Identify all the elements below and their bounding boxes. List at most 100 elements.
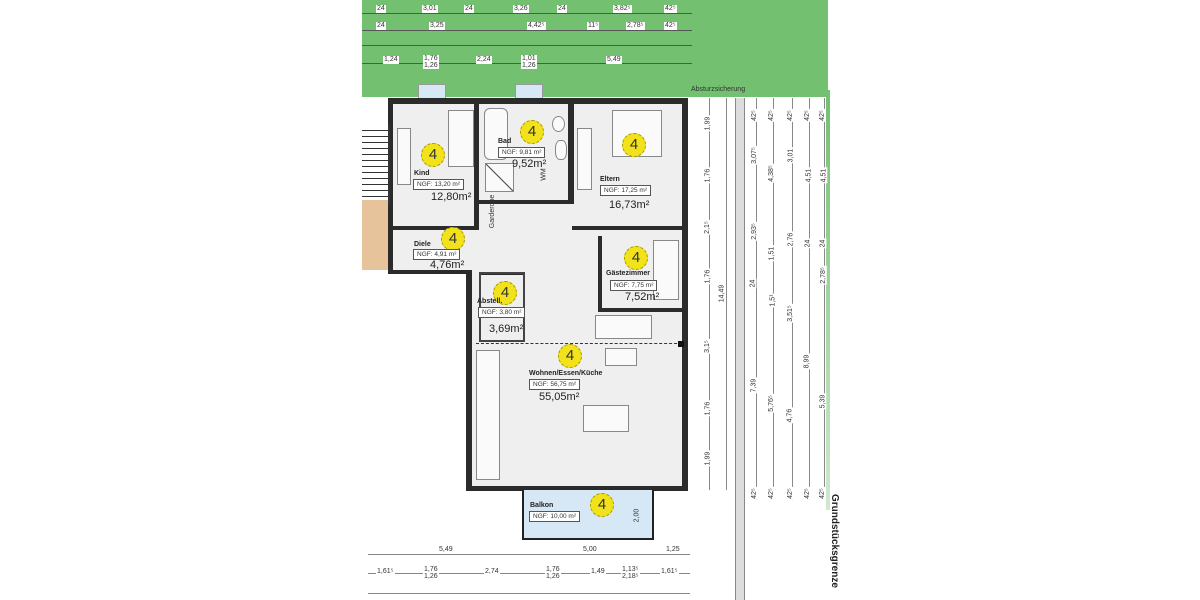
wall-kind-bottom [393,226,479,230]
stair-landing-wood [362,200,388,270]
dim-label: 2,24 [476,56,492,64]
dim-label: 1,49 [590,568,606,576]
dim-label: 42⁵ [803,487,811,500]
dim-label: 42⁵ [664,5,677,13]
room-ngf-gaestezimmer: NGF: 7,75 m² [610,280,658,291]
room-name-balkon: Balkon [530,502,554,509]
property-line-label: Grundstücksgrenze [829,494,840,588]
toilet [552,116,565,132]
outside-area [362,272,470,492]
dim-label: 24 [819,238,827,249]
wall-kind-right [474,104,479,229]
dim-label: 5,00 [582,546,598,554]
dim-label: 2,93⁵ [750,222,758,241]
dim-line-right-c4 [809,98,810,500]
dim-label: 42⁵ [818,487,826,500]
dim-label: 42⁵ [786,109,794,122]
bed-kind [448,110,474,167]
sofa [595,315,652,339]
dim-label: 42⁵ [786,487,794,500]
dim-label: 42⁵ [750,109,758,122]
dining-table [583,405,629,432]
room-name-kind: Kind [414,170,430,177]
dim-label: 1,76 [704,167,712,184]
dim-label: 1,99 [704,115,712,132]
wardrobe-eltern [577,128,592,190]
dim-label: 5,76⁵ [767,394,775,413]
dim-label: 1,61⁵ [376,568,395,576]
dim-line-top-2 [362,30,692,31]
dim-label: 3,26 [513,5,529,13]
room-name-diele: Diele [414,241,431,248]
room-ngf-bad: NGF: 9,81 m² [498,147,546,158]
room-area-eltern: 16,73m² [609,199,650,211]
room-name-gaestezimmer: Gästezimmer [606,270,650,277]
room-marker-wohnen: 4 [558,344,582,368]
column-marker [678,341,684,347]
room-name-bad: Bad [498,138,512,145]
room-ngf-balkon: NGF: 10,00 m² [529,511,580,522]
room-area-gaestezimmer: 7,52m² [625,291,660,303]
dim-label: 24 [464,5,474,13]
dim-label: 42⁵ [803,109,811,122]
dim-line-bottom-1 [368,554,690,555]
room-marker-gaestezimmer: 4 [624,246,648,270]
dim-line-right-inner2 [726,98,727,490]
dim-label: 8,99 [803,353,811,370]
room-marker-balkon: 4 [590,493,614,517]
dim-label: 4,38⁵ [767,164,775,183]
wardrobe-kind [397,128,411,185]
dim-label: 42⁵ [818,109,826,122]
dim-label: 2,78⁵ [819,266,827,285]
room-marker-eltern: 4 [622,133,646,157]
dim-label: 24 [376,22,386,30]
room-name-wohnen: Wohnen/Essen/Küche [529,370,603,377]
dim-label: 24 [804,238,812,249]
dim-label: 42⁵ [750,487,758,500]
wall-top [388,98,688,104]
dim-label: 1,5¹ [769,293,777,308]
dim-label: 1,99 [704,450,712,467]
dim-line-top-1 [362,13,692,14]
room-area-diele: 4,76m² [430,259,465,271]
dim-line-top-3 [362,45,692,46]
dim-label: 7,39 [750,377,758,394]
dim-label: 1,76 [704,400,712,417]
dim-label: 3,01 [422,5,438,13]
garden-strip-right [826,90,830,510]
dim-label: 5,49 [438,546,454,554]
room-marker-bad: 4 [520,120,544,144]
room-ngf-wohnen: NGF: 56,75 m² [529,379,580,390]
balcony-depth-label: 2,00 [633,508,641,523]
wall-gast-left [598,236,602,311]
wall-left-upper [388,98,393,273]
wall-bad-right [568,104,574,204]
dim-label: 24 [376,5,386,13]
room-name-abstell: Abstell. [477,298,503,305]
dim-label: 4,51 [820,167,828,184]
garden-area-right [690,0,828,97]
absturzsicherung-label: Absturzsicherung [691,86,746,93]
dim-label: 14,49 [718,283,726,304]
dim-label: 3,1⁵ [703,339,711,354]
dim-line-right-c3 [792,98,793,500]
kitchen-counter [476,350,500,480]
dim-label: 3,82⁵ [613,5,632,13]
dim-label: 1,25 [665,546,681,554]
staircase [362,125,390,205]
room-area-abstell: 3,69m² [489,323,524,335]
dim-label: 1,51 [768,245,776,262]
dim-line-right-c5 [824,98,825,500]
garderobe-label: Garderobe [489,194,497,229]
wall-bottom [466,486,688,491]
dim-label: 5,49 [606,56,622,64]
room-ngf-abstell: NGF: 3,80 m² [478,307,526,318]
wall-left-lower [466,272,472,490]
room-ngf-diele: NGF: 4,91 m² [413,249,461,260]
room-marker-kind: 4 [421,143,445,167]
dim-label: 2,74 [484,568,500,576]
sideboard [605,348,637,366]
